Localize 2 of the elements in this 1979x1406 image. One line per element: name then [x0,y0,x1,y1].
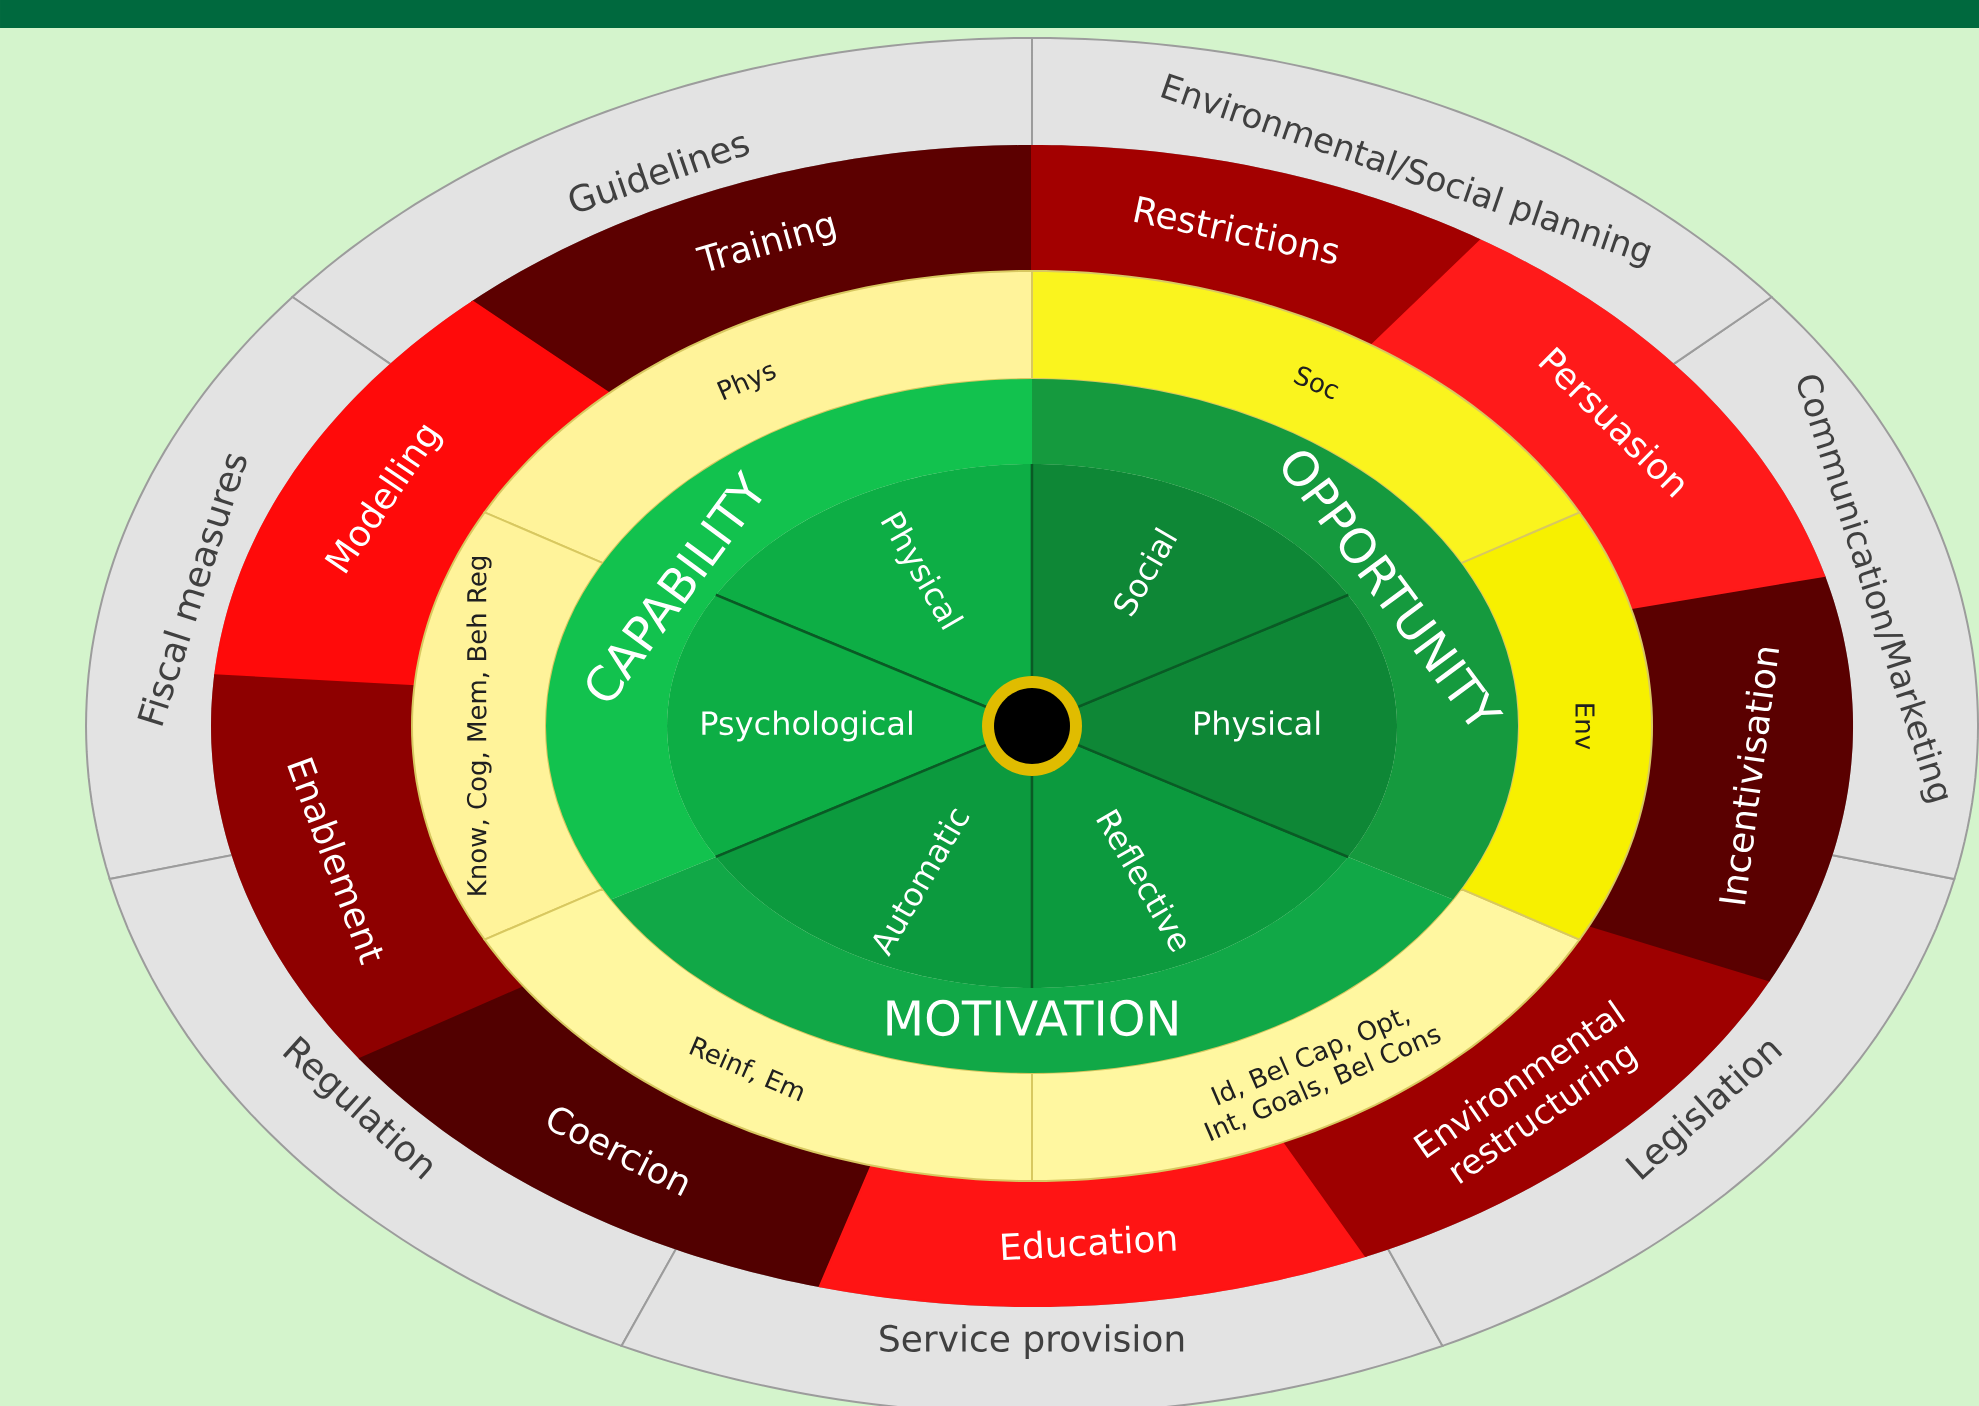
node-label: Service provision [880,1324,1184,1360]
ring-segment: Education [818,1140,1368,1307]
